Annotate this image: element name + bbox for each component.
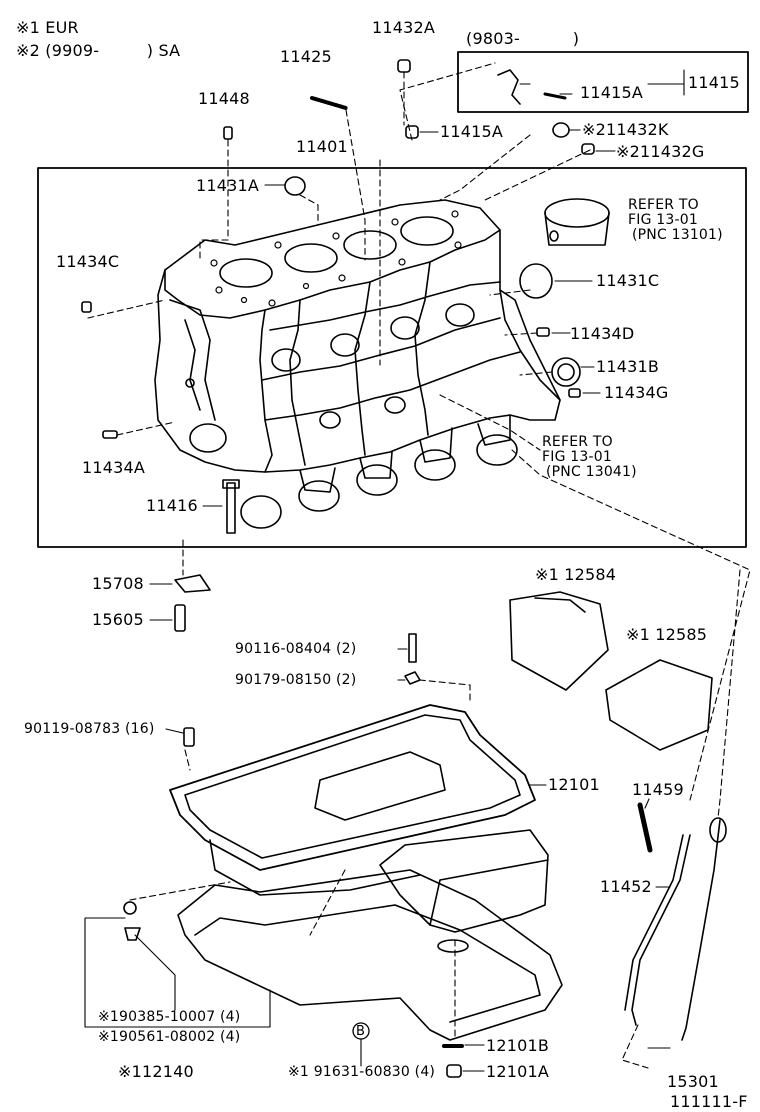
callout-11415A: 11415A (440, 122, 504, 141)
callout-15301: 15301 (667, 1072, 719, 1091)
note-sa: ※2 (9909- ) SA (16, 41, 181, 60)
callout-90179: 90179-08150 (2) (235, 672, 357, 688)
callout-90116: 90116-08404 (2) (235, 641, 357, 657)
cylinder-block (154, 199, 561, 493)
refer-bearing-line3: (PNC 13041) (546, 464, 637, 480)
callout-15708: 15708 (92, 574, 144, 593)
refer-bearing-line2: FIG 13-01 (542, 449, 612, 465)
callout-211432G: ※211432G (616, 142, 705, 161)
callout-11431A: 11431A (196, 176, 260, 195)
callout-11434C: 11434C (56, 252, 120, 271)
callout-90119: 90119-08783 (16) (24, 721, 155, 737)
callout-12101B: 12101B (486, 1036, 550, 1055)
callout-11434A: 11434A (82, 458, 146, 477)
callout-12101: 12101 (548, 775, 600, 794)
callout-112140: ※112140 (118, 1062, 194, 1081)
callout-11401: 11401 (296, 137, 348, 156)
callout-12101A: 12101A (486, 1062, 550, 1081)
inset-header: (9803- ) (466, 29, 580, 48)
callout-11431C: 11431C (596, 271, 660, 290)
callout-91631: ※1 91631-60830 (4) (288, 1064, 436, 1080)
refer-piston-line1: REFER TO (628, 197, 699, 213)
callout-190561: ※190561-08002 (4) (98, 1029, 241, 1045)
cylinder-block-frame (37, 167, 747, 548)
oil-pan-lower (123, 869, 563, 1078)
note-eur: ※1 EUR (16, 18, 79, 37)
callout-190385: ※190385-10007 (4) (98, 1009, 241, 1025)
callout-15605: 15605 (92, 610, 144, 629)
figure-id: 111111-F (670, 1092, 748, 1111)
callout-11448: 11448 (198, 89, 250, 108)
dashed-lines (87, 62, 751, 1069)
callout-11434D: 11434D (570, 324, 635, 343)
callout-11434G: 11434G (604, 383, 669, 402)
callout-11452: 11452 (600, 877, 652, 896)
callout-11415A-inset: 11415A (580, 83, 644, 102)
refer-bearing-line1: REFER TO (542, 434, 613, 450)
callout-12584: ※1 12584 (535, 565, 617, 584)
callout-11431B: 11431B (596, 357, 660, 376)
callout-11416: 11416 (146, 496, 198, 515)
callout-12585: ※1 12585 (626, 625, 708, 644)
callout-11415: 11415 (688, 73, 740, 92)
inset-frame (457, 51, 749, 113)
refer-piston-line3: (PNC 13101) (632, 227, 723, 243)
oil-pan (169, 704, 549, 953)
callout-11459: 11459 (632, 780, 684, 799)
callout-211432K: ※211432K (582, 120, 669, 139)
refer-piston-line2: FIG 13-01 (628, 212, 698, 228)
leader-lines (84, 69, 685, 1072)
callout-11425: 11425 (280, 47, 332, 66)
callout-11432A: 11432A (372, 18, 436, 37)
callout-B: B (356, 1024, 366, 1039)
